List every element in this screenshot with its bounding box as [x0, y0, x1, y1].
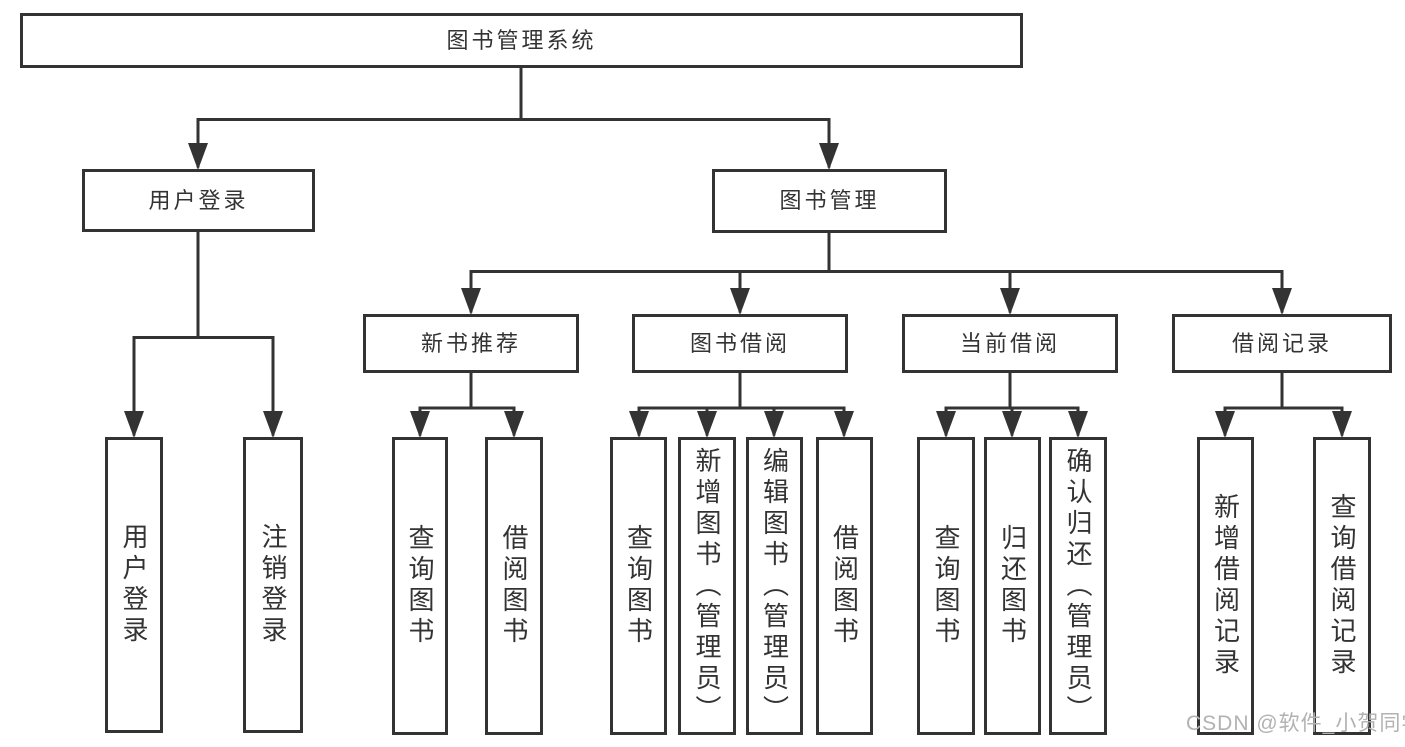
leaf-add-books-admin: 新增图书（管理员） [678, 437, 736, 735]
arrow-down-icon [629, 411, 649, 438]
arrow-down-icon [1272, 288, 1292, 315]
arrow-down-icon [1332, 411, 1352, 438]
arrow-down-icon [697, 411, 717, 438]
arrow-down-icon [764, 411, 784, 438]
node-book-management: 图书管理 [712, 169, 947, 233]
leaf-query-books-recommend: 查询图书 [392, 437, 448, 735]
leaf-borrow-books-recommend: 借阅图书 [485, 437, 543, 735]
arrow-down-icon [834, 411, 854, 438]
arrow-down-icon [504, 411, 524, 438]
leaf-user-login: 用户登录 [105, 437, 163, 733]
arrow-down-icon [124, 411, 144, 438]
connector-bookmgmt-to-modules [469, 231, 1284, 313]
arrow-down-icon [819, 143, 839, 170]
connector-records-to-leaves [1223, 371, 1344, 436]
leaf-confirm-return-admin: 确认归还（管理员） [1049, 437, 1107, 735]
connector-root-to-branches [196, 66, 831, 168]
node-book-borrowing: 图书借阅 [632, 314, 848, 373]
leaf-return-books: 归还图书 [984, 437, 1041, 735]
node-user-login: 用户登录 [82, 169, 315, 232]
leaf-query-borrow-record: 查询借阅记录 [1313, 437, 1371, 735]
arrowheads [124, 143, 1352, 438]
node-current-borrowing: 当前借阅 [902, 314, 1118, 373]
connector-newbooks-to-leaves [418, 371, 516, 436]
connector-login-to-leaves [132, 230, 275, 436]
leaf-query-books-current: 查询图书 [917, 437, 975, 735]
arrow-down-icon [1215, 411, 1235, 438]
node-new-book-recommend: 新书推荐 [363, 314, 579, 373]
leaf-query-books-borrowing: 查询图书 [610, 437, 667, 735]
arrow-down-icon [410, 411, 430, 438]
arrow-down-icon [461, 288, 481, 315]
node-library-system: 图书管理系统 [20, 13, 1023, 68]
arrow-down-icon [1000, 288, 1020, 315]
leaf-logout: 注销登录 [243, 437, 303, 733]
arrow-down-icon [188, 143, 208, 170]
connector-borrowing-to-leaves [637, 371, 846, 436]
arrow-down-icon [1002, 411, 1022, 438]
arrow-down-icon [730, 288, 750, 315]
csdn-watermark: CSDN @软件_小贺同学 [1186, 712, 1405, 735]
arrow-down-icon [263, 411, 283, 438]
leaf-borrow-books: 借阅图书 [816, 437, 873, 735]
node-borrowing-records: 借阅记录 [1172, 314, 1392, 373]
arrow-down-icon [1068, 411, 1088, 438]
leaf-add-borrow-record: 新增借阅记录 [1197, 437, 1254, 735]
arrow-down-icon [936, 411, 956, 438]
leaf-edit-books-admin: 编辑图书（管理员） [746, 437, 803, 735]
